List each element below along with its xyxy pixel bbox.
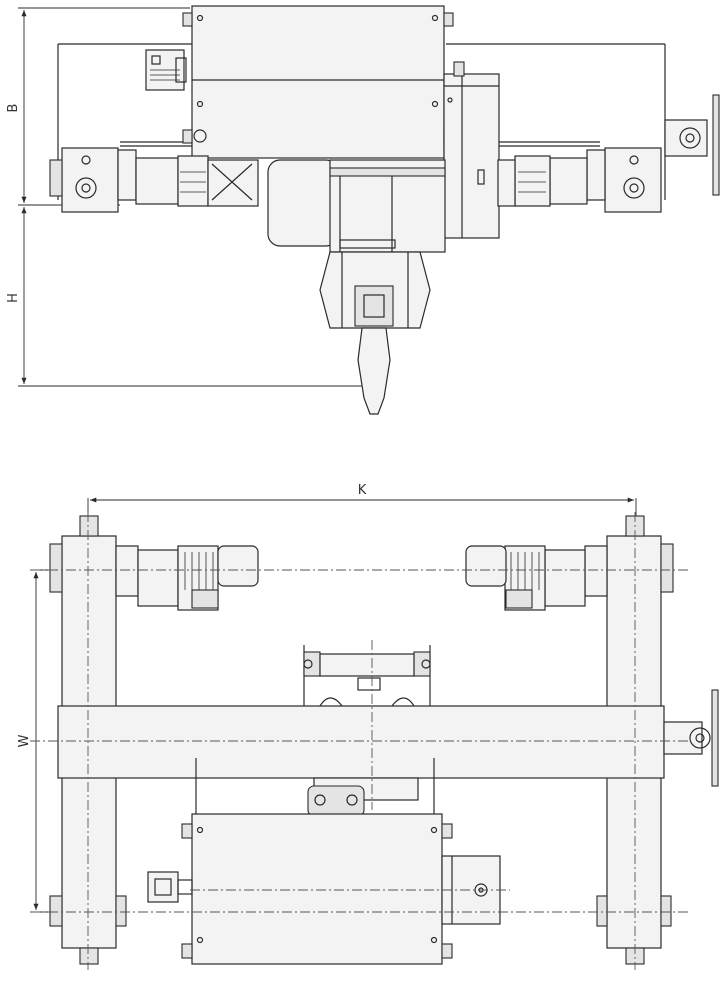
trolley-crossbeam [57, 705, 665, 779]
hoist-drum-body [182, 5, 454, 159]
dimension-label-k: K [358, 483, 367, 498]
dimension-label-h: H [6, 293, 21, 303]
hoist-motor-side [267, 159, 446, 253]
dimension-label-b: B [6, 104, 21, 113]
centerlines-plan [30, 512, 690, 970]
right-travel-motor-plan [465, 545, 608, 611]
right-travel-drive-side [497, 147, 662, 213]
hook-sheave-assembly-plan [303, 645, 431, 707]
side-elevation-view: B H [6, 5, 720, 415]
hook-block-side [319, 251, 431, 415]
lower-bracket-plan [195, 758, 435, 817]
control-box-side [145, 49, 187, 91]
hoist-gearbox-side [443, 61, 500, 239]
hoist-drum-plan [181, 813, 453, 965]
left-travel-drive-side [49, 147, 259, 213]
handwheel-side [664, 94, 720, 196]
dimension-k: K [87, 483, 637, 518]
plan-view: K W [17, 483, 719, 970]
left-travel-motor-plan [115, 545, 259, 611]
dimension-label-w: W [17, 734, 32, 747]
handwheel-plan [663, 689, 719, 787]
control-box-plan [147, 871, 193, 903]
dimension-h: H [6, 207, 365, 387]
